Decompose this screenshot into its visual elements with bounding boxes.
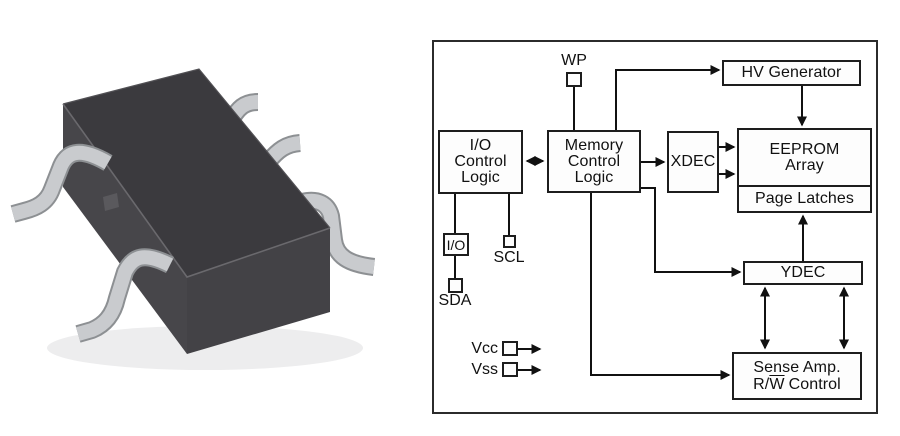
pin-square-vss: [502, 362, 518, 377]
block-label: Logic: [461, 169, 500, 186]
chip-face-front: [187, 228, 330, 354]
chip-photo: [10, 68, 376, 370]
block-label: Sense Amp.: [753, 359, 841, 376]
rw-prefix: R/: [753, 376, 770, 393]
chip-leads-left: [10, 143, 175, 343]
block-memory-control-logic: Memory Control Logic: [547, 130, 641, 193]
pin-label-wp: WP: [561, 52, 587, 69]
chip-face-left: [63, 104, 187, 354]
chip-face-top: [63, 69, 330, 277]
block-label: Array: [785, 156, 824, 174]
rw-suffix: Control: [788, 376, 841, 393]
block-label: Logic: [574, 168, 614, 186]
block-label: HV Generator: [741, 64, 842, 81]
block-label: Page Latches: [754, 190, 855, 207]
block-label: YDEC: [780, 264, 826, 281]
pin-square-wp: [566, 72, 582, 87]
block-hv-generator: HV Generator: [722, 60, 861, 86]
pin-label-scl: SCL: [493, 249, 525, 266]
block-ydec: YDEC: [743, 261, 863, 285]
block-label: Control: [454, 153, 507, 170]
pin-square-io: I/O: [443, 233, 469, 256]
pin-label-vss: Vss: [471, 361, 498, 378]
block-label: XDEC: [670, 153, 716, 170]
chip-mold-mark: [103, 193, 119, 211]
block-eeprom-array: EEPROM Array: [737, 128, 872, 187]
diagram-border: [432, 40, 878, 414]
pin-square-scl: [503, 235, 516, 248]
pin-label-io: I/O: [446, 236, 466, 253]
block-label: I/O: [469, 137, 492, 154]
block-io-control-logic: I/O Control Logic: [438, 130, 523, 194]
block-label: EEPROM: [769, 140, 840, 158]
chip-leads-right: [222, 93, 376, 276]
rw-overline: W: [769, 376, 785, 393]
pin-square-sda: [448, 278, 463, 293]
block-xdec: XDEC: [667, 131, 719, 193]
block-page-latches: Page Latches: [737, 185, 872, 213]
block-label: Control: [567, 152, 621, 170]
pin-square-vcc: [502, 341, 518, 356]
chip-body: [62, 68, 331, 354]
pin-label-sda: SDA: [438, 292, 472, 309]
block-label: Memory: [564, 136, 624, 154]
pin-label-vcc: Vcc: [471, 340, 498, 357]
